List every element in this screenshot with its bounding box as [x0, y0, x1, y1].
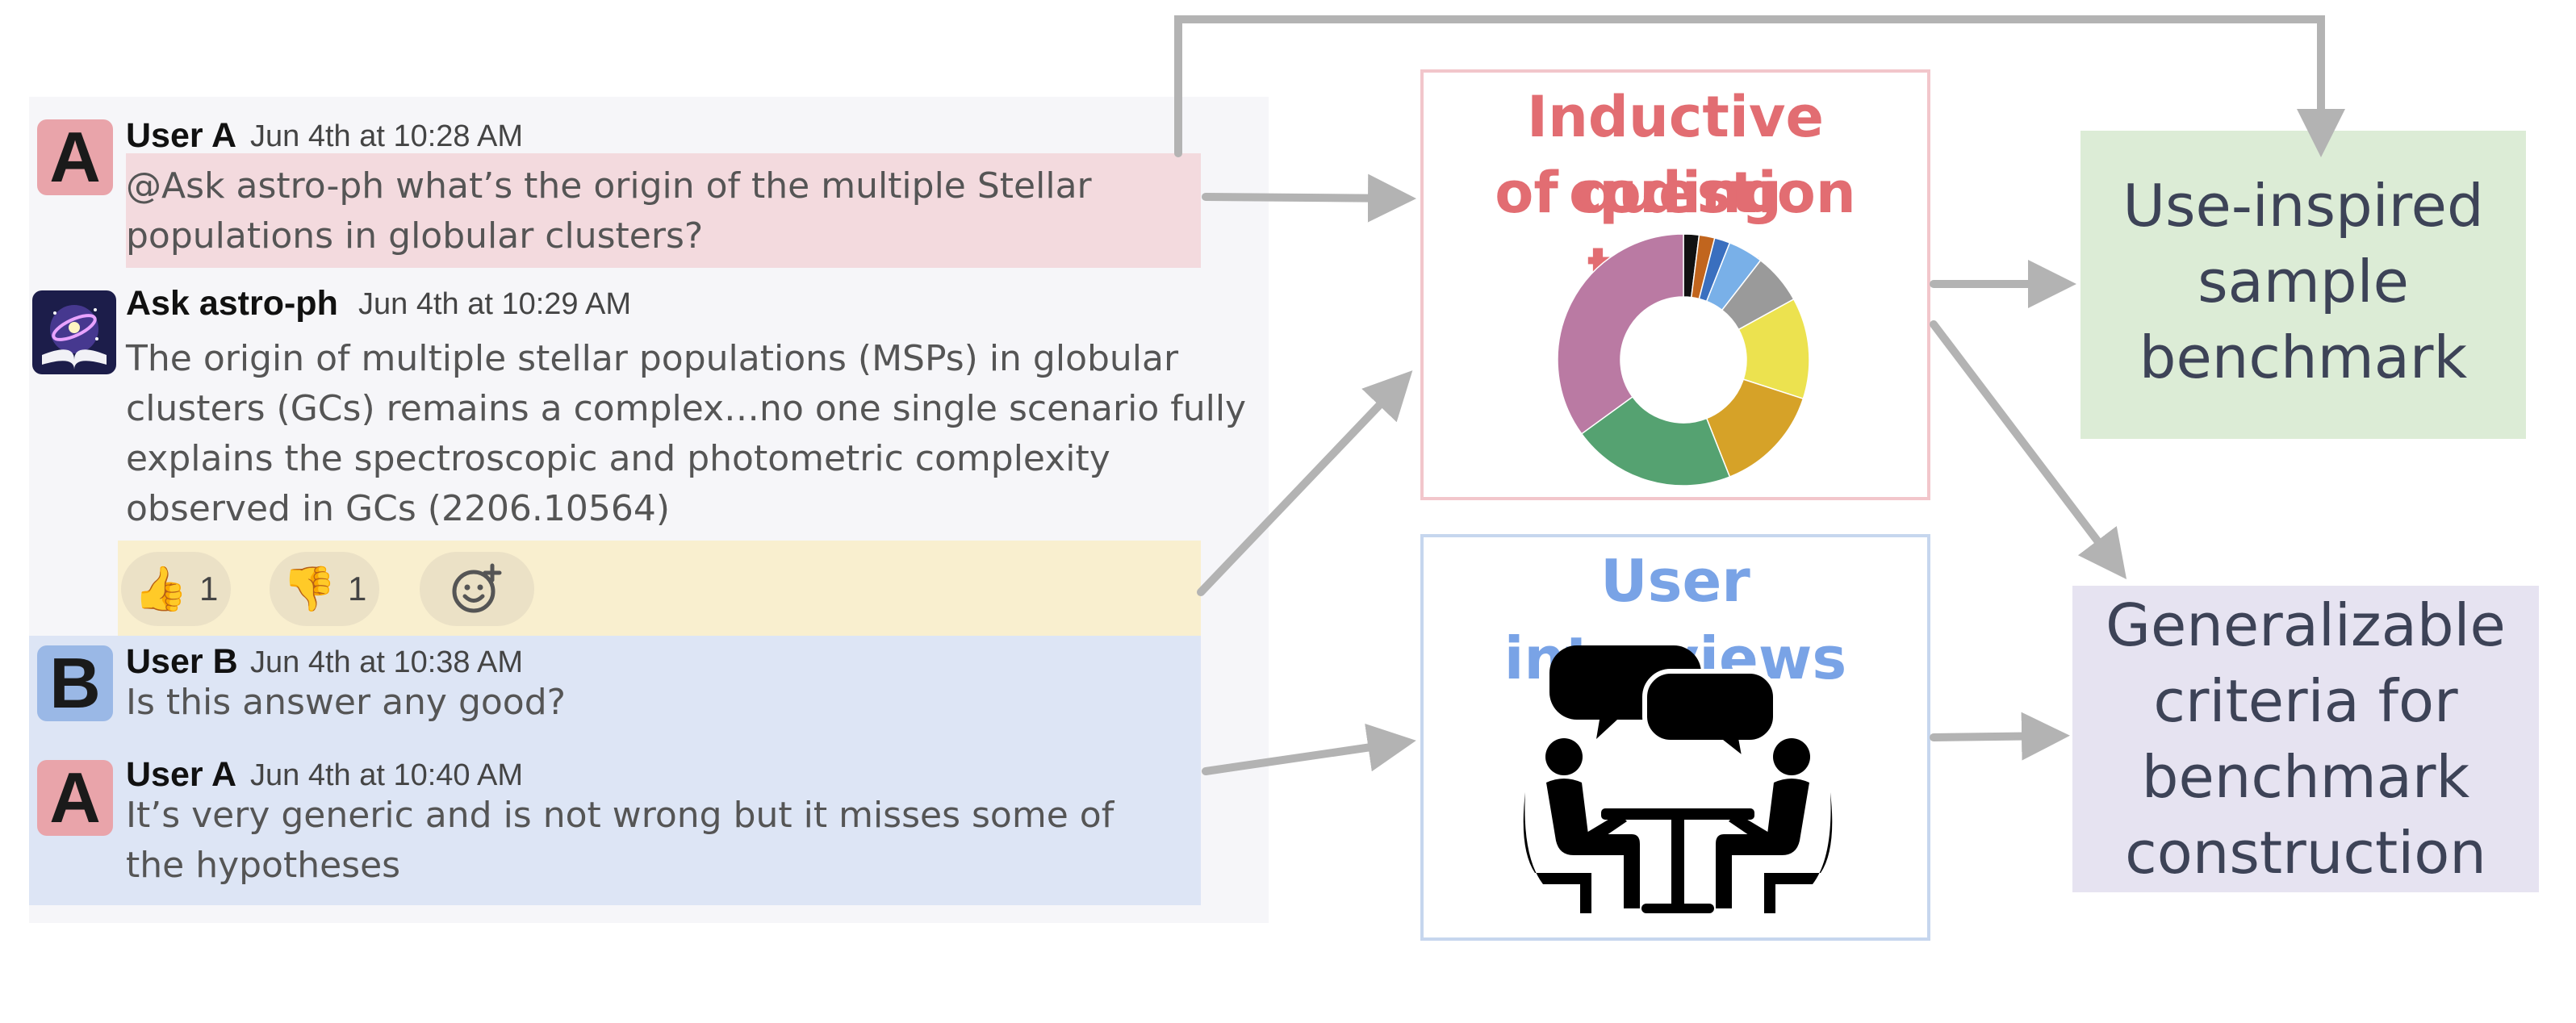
message-timestamp: Jun 4th at 10:28 AM: [250, 119, 524, 153]
user-interviews-box: User interviews: [1420, 534, 1930, 941]
thumbs-down-icon: 👎: [282, 563, 337, 614]
use-inspired-line: sample: [2198, 248, 2409, 315]
thumbs-down-reaction[interactable]: 👎 1: [270, 552, 379, 626]
message-text-line: the hypotheses: [126, 845, 401, 886]
arrow-reactions-to-coding: [1197, 370, 1413, 596]
avatar-user-a: A: [37, 758, 113, 837]
arrow-question-to-coding: [1202, 173, 1416, 223]
avatar-user-b: B: [37, 643, 113, 723]
message-timestamp: Jun 4th at 10:29 AM: [358, 287, 632, 321]
use-inspired-line: Use-inspired: [2122, 172, 2484, 240]
add-reaction-icon: [452, 563, 502, 613]
question-types-donut: [1557, 233, 1810, 486]
use-inspired-benchmark-box: Use-inspired sample benchmark: [2080, 131, 2526, 439]
inductive-coding-box: Inductive coding of question types: [1420, 69, 1930, 500]
message-text-line: populations in globular clusters?: [126, 215, 704, 257]
reaction-count: 1: [347, 570, 367, 608]
arrow-coding-to-generalizable: [1930, 320, 2127, 579]
galaxy-book-icon: [32, 290, 116, 374]
message-text-line: observed in GCs (2206.10564): [126, 488, 671, 529]
donut-slice-8: [1557, 233, 1684, 435]
message-text-line: @Ask astro-ph what’s the origin of the m…: [126, 165, 1092, 207]
message-username: User A: [126, 116, 237, 155]
generalizable-criteria-box: Generalizable criteria for benchmark con…: [2072, 586, 2539, 892]
thumbs-up-icon: 👍: [133, 563, 188, 614]
use-inspired-line: benchmark: [2139, 324, 2468, 391]
message-text-line: clusters (GCs) remains a complex…no one …: [126, 388, 1247, 429]
add-reaction-button[interactable]: [420, 552, 534, 626]
generalizable-line: criteria for: [2153, 667, 2458, 735]
message-text-line: It’s very generic and is not wrong but i…: [126, 795, 1114, 836]
avatar-user-a: A: [37, 117, 113, 197]
discussion-highlight: [29, 636, 1201, 905]
reaction-count: 1: [199, 570, 219, 608]
generalizable-line: benchmark: [2141, 743, 2470, 811]
question-highlight: [126, 153, 1201, 268]
generalizable-line: Generalizable: [2106, 591, 2506, 659]
coding-title-line: Inductive coding: [1527, 84, 1824, 226]
message-username: Ask astro-ph: [126, 284, 338, 323]
message-timestamp: Jun 4th at 10:38 AM: [250, 645, 524, 679]
donut-slice-7: [1580, 395, 1731, 486]
arrow-interviews-to-generalizable: [1930, 712, 2070, 761]
arrow-discussion-to-interviews: [1202, 723, 1416, 775]
message-text-line: Is this answer any good?: [126, 682, 566, 723]
message-text-line: explains the spectroscopic and photometr…: [126, 438, 1110, 479]
generalizable-line: construction: [2125, 819, 2486, 887]
arrow-question-to-use-bench: [1174, 15, 2345, 157]
message-timestamp: Jun 4th at 10:40 AM: [250, 758, 524, 792]
message-username: User A: [126, 755, 237, 794]
thumbs-up-reaction[interactable]: 👍 1: [121, 552, 231, 626]
message-text-line: The origin of multiple stellar populatio…: [126, 338, 1179, 379]
message-username: User B: [126, 642, 238, 681]
interview-people-icon: [1523, 645, 1833, 913]
